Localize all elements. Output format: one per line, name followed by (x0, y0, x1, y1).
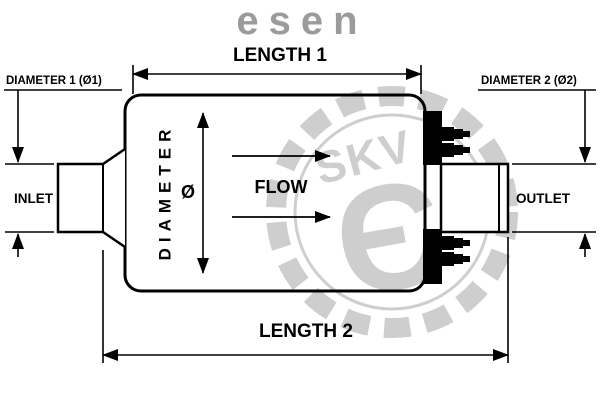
diameter1-dimension (4, 89, 122, 257)
terminal-bolt-icon (442, 252, 470, 266)
outlet-pipe (439, 162, 510, 234)
diameter-axis-label: DIAMETER (156, 124, 175, 261)
terminal-plate-bottom (423, 229, 442, 284)
length2-dimension (102, 237, 509, 363)
diameter2-dimension (478, 89, 596, 257)
diameter1-label: DIAMETER 1 (Ø1) (6, 75, 102, 87)
diameter-symbol-label: Ø (181, 182, 195, 202)
terminal-bolt-icon (442, 143, 470, 157)
inlet-pipe (56, 147, 126, 249)
length2-label: LENGTH 2 (259, 321, 353, 342)
diameter2-label: DIAMETER 2 (Ø2) (481, 75, 577, 87)
esen-logo: esen (236, 0, 367, 43)
terminal-bolts (442, 127, 470, 266)
flow-indicator (232, 150, 331, 223)
terminal-plate-top (423, 111, 442, 165)
terminal-bolt-icon (442, 236, 470, 250)
length1-label: LENGTH 1 (233, 45, 327, 66)
outlet-label: OUTLET (516, 191, 571, 206)
pump-assembly (56, 93, 510, 293)
flow-label: FLOW (255, 177, 308, 197)
terminal-bolt-icon (442, 127, 470, 141)
length1-dimension (132, 65, 422, 94)
inlet-label: INLET (14, 191, 54, 206)
